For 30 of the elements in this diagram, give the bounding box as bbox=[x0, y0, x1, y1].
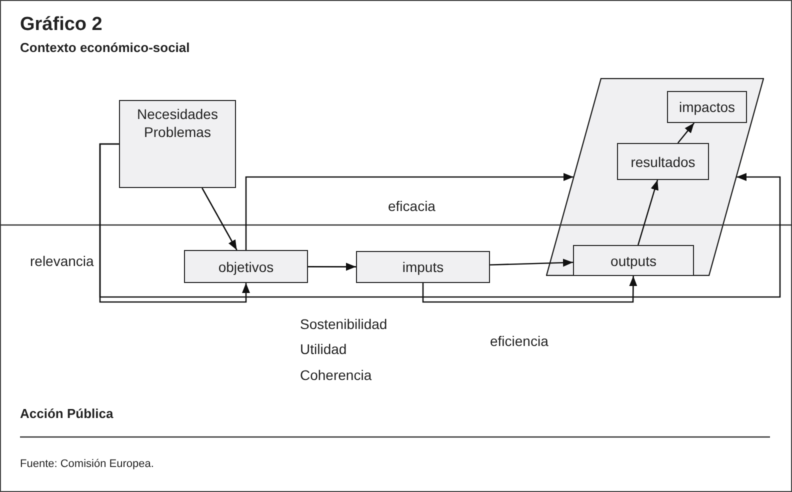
process-box bbox=[184, 250, 308, 283]
text-label: Utilidad bbox=[300, 340, 347, 359]
arrow bbox=[677, 122, 695, 144]
arrow bbox=[202, 188, 238, 250]
text-label: Coherencia bbox=[300, 366, 372, 385]
arrow bbox=[637, 180, 658, 246]
title: Gráfico 2 bbox=[20, 13, 102, 37]
arrow bbox=[308, 262, 356, 271]
text-label: Fuente: Comisión Europea. bbox=[20, 457, 154, 472]
text-label: Contexto económico-social bbox=[20, 39, 190, 57]
box-label: objetivos bbox=[218, 258, 274, 276]
box-label: outputs bbox=[610, 252, 656, 270]
box-label: Necesidades Problemas bbox=[136, 105, 219, 141]
text-label: eficiencia bbox=[490, 332, 548, 351]
box-label: impactos bbox=[678, 98, 736, 116]
arrow bbox=[490, 258, 574, 267]
arrow bbox=[245, 173, 574, 250]
box-label: imputs bbox=[402, 258, 444, 276]
process-box bbox=[667, 91, 747, 123]
box-label: resultados bbox=[630, 152, 696, 170]
process-box bbox=[356, 251, 490, 283]
arrow bbox=[99, 143, 781, 298]
process-box bbox=[617, 143, 709, 180]
text-label: relevancia bbox=[30, 252, 94, 271]
process-box bbox=[573, 245, 694, 276]
arrow bbox=[422, 276, 638, 303]
text-label: Sostenibilidad bbox=[300, 315, 388, 334]
text-label: eficacia bbox=[388, 197, 436, 216]
text-label: Acción Pública bbox=[20, 405, 114, 423]
process-box bbox=[119, 100, 236, 188]
